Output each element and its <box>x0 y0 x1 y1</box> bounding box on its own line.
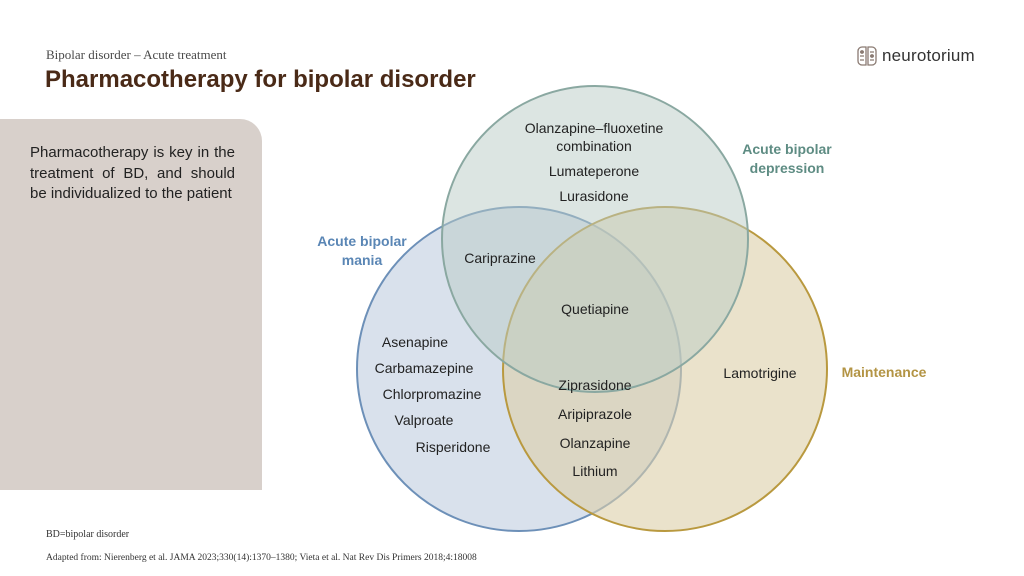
neurotorium-logo: neurotorium <box>856 44 975 68</box>
drug-label: Risperidone <box>416 439 491 455</box>
mania-label: mania <box>342 252 383 268</box>
drug-label: Carbamazepine <box>375 360 474 376</box>
drug-label: Olanzapine <box>560 435 631 451</box>
drug-label: Aripiprazole <box>558 406 632 422</box>
drug-label: Chlorpromazine <box>383 386 482 402</box>
depression-label: Acute bipolar <box>742 141 832 157</box>
depression-label: depression <box>750 160 825 176</box>
drug-label: Quetiapine <box>561 301 629 317</box>
mania-label: Acute bipolar <box>317 233 407 249</box>
venn-circle-depression <box>441 85 749 393</box>
side-panel <box>0 119 262 490</box>
breadcrumb: Bipolar disorder – Acute treatment <box>46 47 227 62</box>
drug-label: Cariprazine <box>464 250 536 266</box>
drug-label: Valproate <box>395 412 454 428</box>
side-panel-text: Pharmacotherapy is key in the treatment … <box>30 144 235 202</box>
drug-label: combination <box>556 138 632 154</box>
page-title: Pharmacotherapy for bipolar disorder <box>45 66 476 93</box>
drug-label: Lumateperone <box>549 163 640 179</box>
drug-label: Olanzapine–fluoxetine <box>525 120 664 136</box>
drug-label: Ziprasidone <box>558 377 631 393</box>
drug-label: Lurasidone <box>559 188 628 204</box>
brain-circuit-icon <box>857 46 877 66</box>
abbreviation-footnote: BD=bipolar disorder <box>46 529 130 540</box>
logo-text: neurotorium <box>882 46 975 65</box>
drug-label: Asenapine <box>382 334 448 350</box>
drug-label: Lithium <box>572 463 617 479</box>
maintenance-label: Maintenance <box>842 364 927 380</box>
drug-label: Lamotrigine <box>723 365 796 381</box>
source-citation: Adapted from: Nierenberg et al. JAMA 202… <box>46 553 477 563</box>
